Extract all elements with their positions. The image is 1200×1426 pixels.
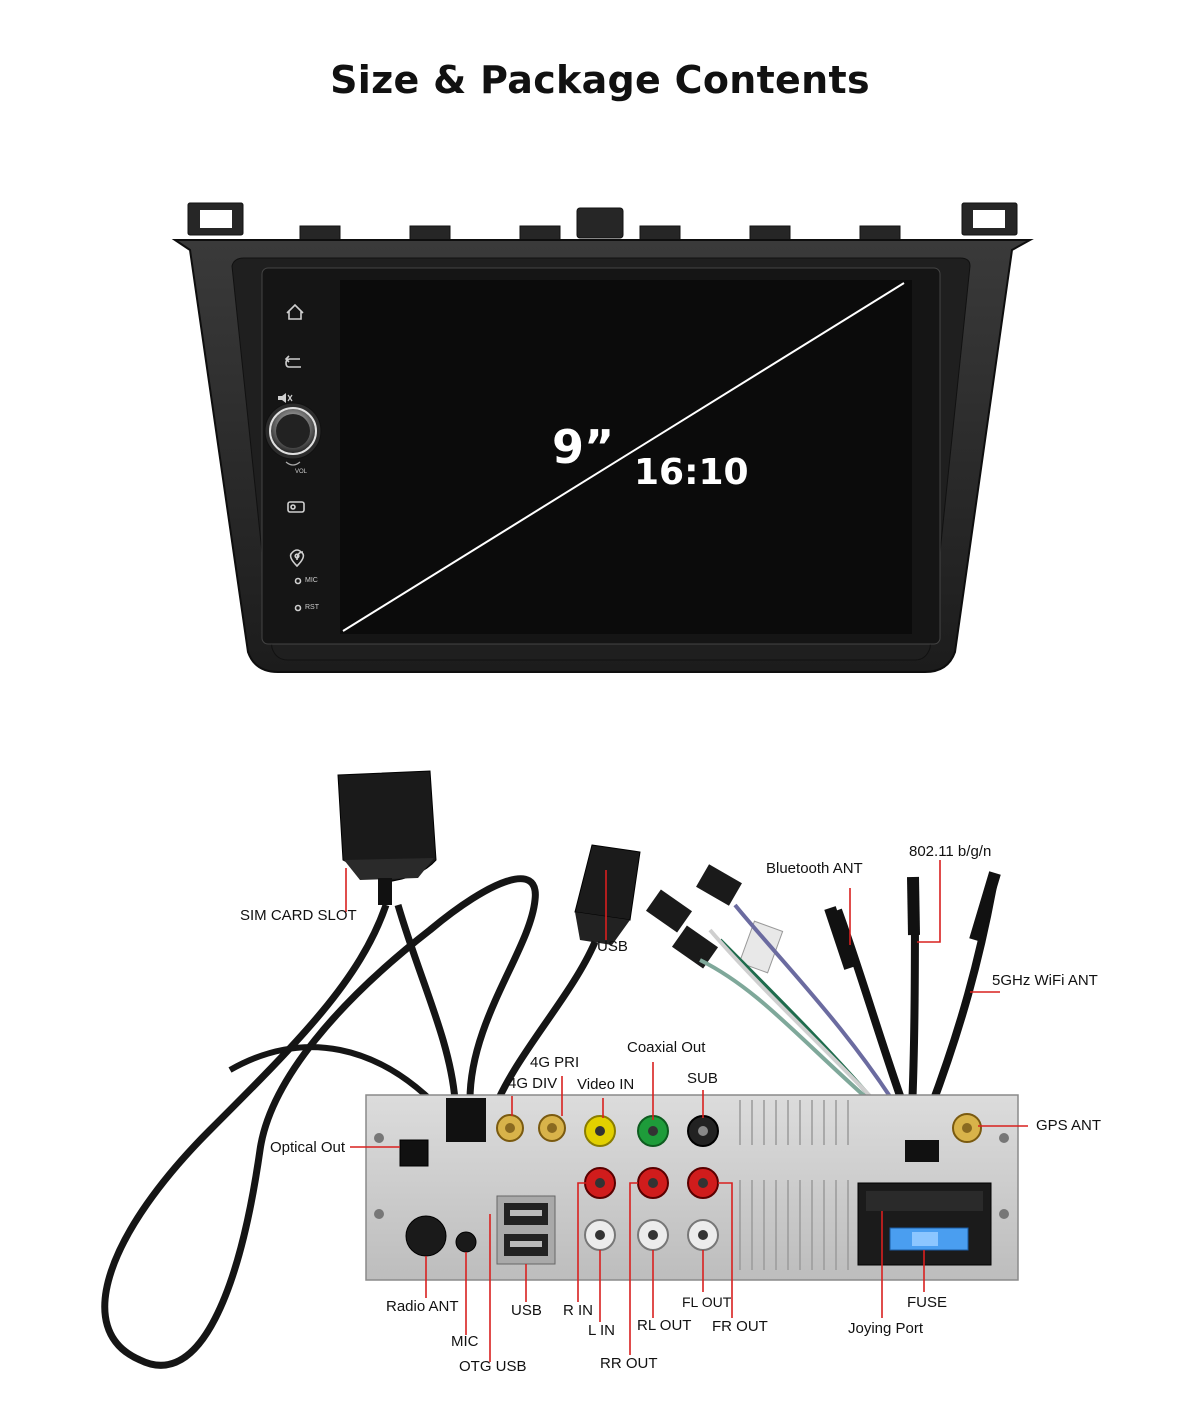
optical-port	[399, 1139, 429, 1167]
connector-wires	[645, 864, 907, 1132]
label-bluetooth-ant: Bluetooth ANT	[766, 860, 863, 877]
label-optical-out: Optical Out	[270, 1139, 346, 1156]
label-usb-top: USB	[597, 938, 628, 955]
label-4g-pri: 4G PRI	[530, 1054, 580, 1071]
label-coaxial-out: Coaxial Out	[627, 1039, 706, 1056]
l-in-port	[584, 1219, 616, 1251]
screen-size-label: 9”	[552, 420, 615, 474]
leader-lines	[345, 860, 1028, 1362]
aspect-ratio-label: 16:10	[634, 452, 749, 493]
label-wifi-24: 802.11 b/g/n	[909, 843, 992, 860]
sim-card-slot	[337, 770, 437, 905]
mic-side-label: MIC	[305, 577, 318, 584]
label-rr-out: RR OUT	[600, 1355, 658, 1372]
location-icon	[289, 549, 305, 568]
4g-pri-port	[538, 1114, 566, 1142]
label-l-in: L IN	[588, 1322, 615, 1339]
gps-port	[952, 1113, 982, 1143]
main-harness-connector	[857, 1182, 992, 1266]
label-4g-div: 4G DIV	[508, 1075, 558, 1092]
label-fr-out: FR OUT	[712, 1318, 768, 1335]
label-radio-ant: Radio ANT	[386, 1298, 459, 1315]
antenna-cables	[824, 871, 1001, 1141]
rst-side-label: RST	[305, 604, 319, 611]
sim-cable-plug	[446, 1098, 486, 1142]
chassis-back	[365, 1094, 1019, 1281]
usb-ports	[496, 1195, 556, 1265]
back-icon	[284, 355, 301, 368]
home-icon	[286, 303, 304, 320]
label-video-in: Video IN	[577, 1076, 635, 1093]
video-in-port	[584, 1115, 616, 1147]
head-unit-front	[171, 202, 1034, 673]
label-sub: SUB	[687, 1070, 718, 1087]
label-mic: MIC	[451, 1333, 479, 1350]
label-rl-out: RL OUT	[637, 1317, 692, 1334]
fl-out-port	[687, 1219, 719, 1251]
label-fuse: FUSE	[907, 1294, 948, 1311]
label-gps-ant: GPS ANT	[1036, 1117, 1102, 1134]
radio-icon	[287, 501, 305, 513]
label-otg-usb: OTG USB	[459, 1358, 527, 1375]
mic-port	[455, 1231, 477, 1253]
label-fl-out: FL OUT	[682, 1294, 732, 1310]
fr-out-port	[687, 1167, 719, 1199]
vol-label: VOL	[295, 469, 308, 475]
4g-div-port	[496, 1114, 524, 1142]
r-in-port	[584, 1167, 616, 1199]
page-title: Size & Package Contents	[330, 58, 870, 102]
label-sim-card-slot: SIM CARD SLOT	[240, 907, 357, 924]
rl-out-port	[637, 1219, 669, 1251]
label-wifi-5: 5GHz WiFi ANT	[992, 972, 1098, 989]
label-joying-port: Joying Port	[848, 1320, 924, 1337]
display-screen	[340, 280, 912, 634]
mute-icon	[278, 393, 293, 403]
fuse-block	[889, 1227, 969, 1251]
radio-ant-port	[405, 1215, 447, 1257]
label-usb-bottom: USB	[511, 1302, 542, 1319]
sub-port	[687, 1115, 719, 1147]
label-r-in: R IN	[563, 1302, 593, 1319]
coaxial-out-port	[637, 1115, 669, 1147]
mounting-tabs	[187, 202, 1018, 241]
rr-out-port	[637, 1167, 669, 1199]
diagonal-line	[342, 282, 905, 632]
